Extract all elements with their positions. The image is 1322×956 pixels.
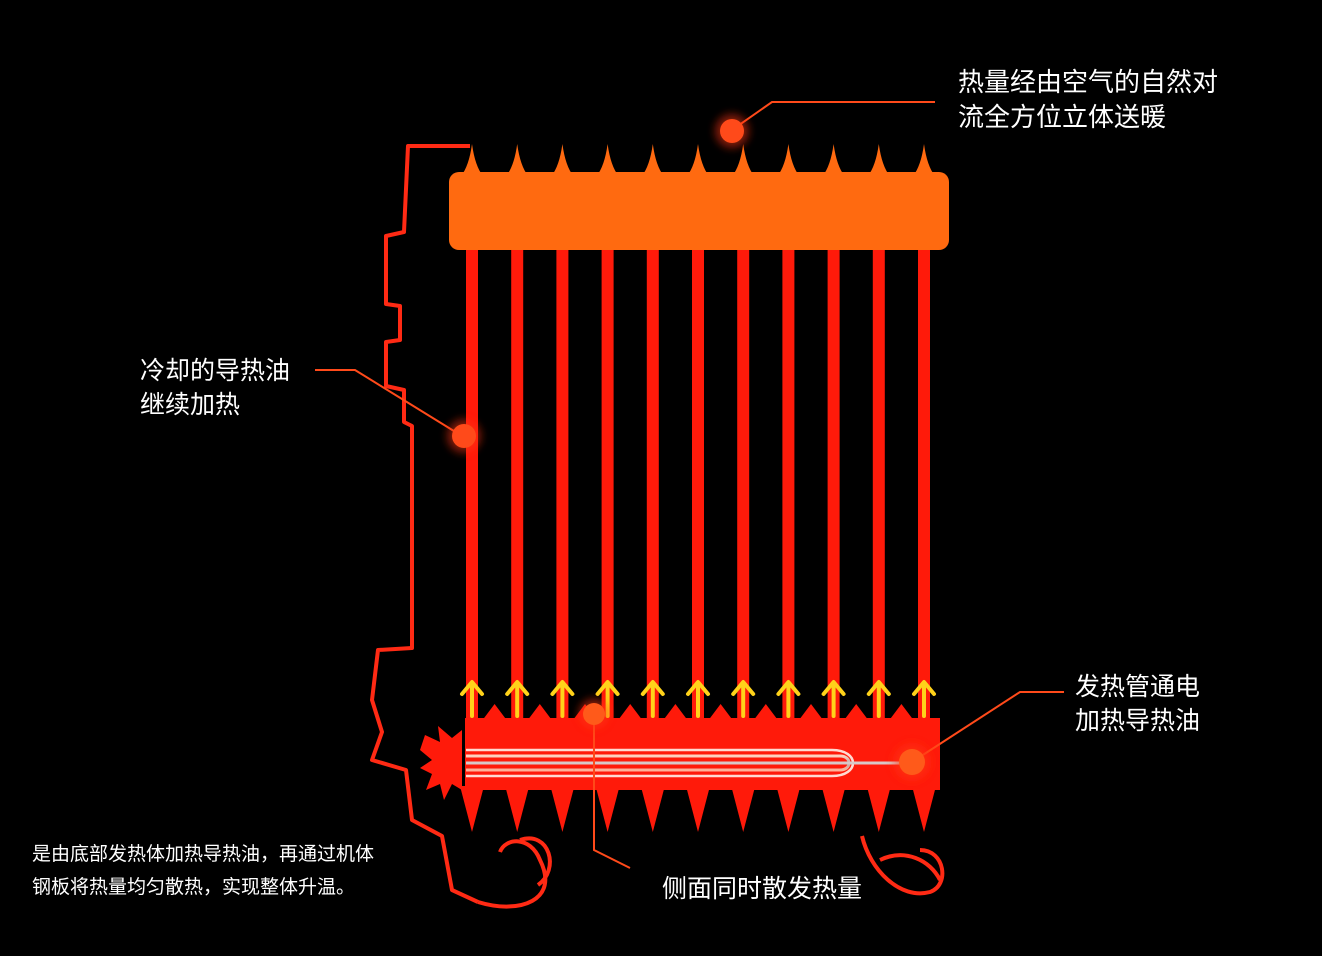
collector-top-spike [753,704,778,720]
collector-spike [460,786,484,832]
label-left-line2: 继续加热 [140,389,241,419]
bottom-collector [420,704,940,832]
label-top-line1: 热量经由空气的自然对 [958,68,1219,98]
label-right-line2: 加热导热油 [1075,705,1201,735]
header-spike [641,144,664,176]
callout-line-bottom [593,714,631,869]
radiator-fin [918,238,930,728]
header-spike [913,144,935,176]
collector-spike [866,786,891,832]
label-bottom-left-line2: 钢板将热量均匀散热，实现整体升温。 [32,876,356,899]
header-spike [461,144,483,176]
label-bottom-left-description: 是由底部发热体加热导热油，再通过机体 钢板将热量均匀散热，实现整体升温。 [32,838,374,905]
collector-spike [505,786,530,832]
header-spike [732,144,755,176]
radiator-fin [692,238,704,728]
arrow-up-icon [731,680,756,718]
glowing-dot-icon [710,109,754,153]
collector-top-spike [708,704,733,720]
collector-spike [595,786,620,832]
heat-flow-arrows [460,680,936,718]
collector-top-spike [482,704,507,720]
header-spike [687,144,709,176]
collector-spike [686,786,710,832]
header-spike [551,144,574,176]
callout-line-left [315,369,463,437]
label-left-cooled-oil: 冷却的导热油 继续加热 [140,354,290,422]
callout-line-top [731,101,935,131]
arrow-up-icon [821,680,846,718]
arrow-up-icon [640,680,665,718]
arrow-up-icon [460,680,484,718]
header-spike [506,144,529,176]
radiator-fin [511,238,524,728]
radiator-fin [601,238,614,728]
label-top-convection: 热量经由空气的自然对 流全方位立体送暖 [958,66,1218,136]
top-header [449,144,949,250]
label-right-heating-tube: 发热管通电 加热导热油 [1075,670,1200,738]
label-bottom-left-line1: 是由底部发热体加热导热油，再通过机体 [32,843,375,865]
top-header-spikes [461,144,935,176]
header-spike [777,144,800,176]
arrow-up-icon [505,680,530,718]
collector-top-spike [618,704,643,720]
radiator-fin [556,238,569,728]
header-spike [822,144,845,176]
glowing-dot-icon [888,738,936,786]
collector-top-spike [663,704,688,720]
label-left-line1: 冷却的导热油 [140,356,291,385]
radiator-fin [782,238,795,728]
collector-top-spike [527,704,552,720]
arrow-up-icon [550,680,575,718]
valve-knob [420,726,462,800]
radiator-fin [646,238,659,728]
collector-spike [912,786,936,832]
collector-spike [550,786,575,832]
collector-spike [776,786,801,832]
callout-line-right [911,691,1064,763]
radiator-outline [370,144,945,909]
radiator-fins [466,238,930,728]
radiator-fin [827,238,840,728]
arrow-up-icon [866,680,891,718]
glowing-dot-icon [442,414,486,458]
glowing-dot-icon [574,694,614,734]
collector-top-spike [844,704,869,720]
label-bottom-center-side-heat: 侧面同时散发热量 [662,872,862,906]
collector-spike [731,786,756,832]
arrow-up-icon [776,680,801,718]
arrow-up-icon [686,680,710,718]
radiator-fin [466,238,478,728]
label-bottom-center-line1: 侧面同时散发热量 [662,874,863,903]
collector-top-spike [799,704,823,720]
heating-element [466,748,905,778]
collector-top-spike [889,704,914,720]
label-right-line1: 发热管通电 [1075,672,1201,701]
arrow-up-icon [912,680,936,718]
callout-dots [442,109,936,786]
label-top-line2: 流全方位立体送暖 [958,103,1167,134]
header-spike [867,144,890,176]
collector-spike [640,786,665,832]
header-spike [596,144,619,176]
radiator-fin [737,238,750,728]
collector-spike [821,786,846,832]
radiator-fin [872,238,885,728]
